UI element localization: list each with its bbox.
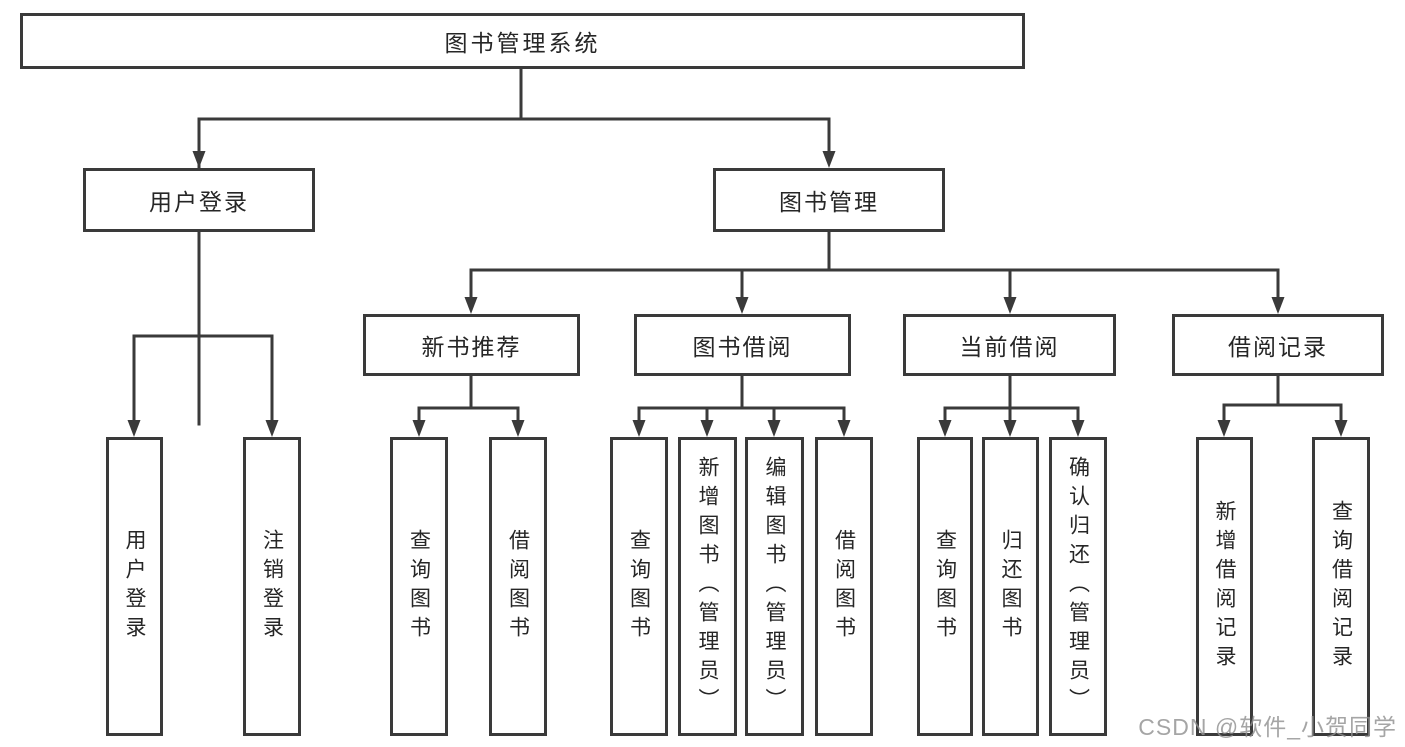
node-user-login-branch: 用户登录 — [83, 168, 315, 232]
arrow-down-icon — [412, 420, 426, 437]
leaf-query-books-1: 查询图书 — [390, 437, 448, 736]
arrow-down-icon — [265, 420, 279, 437]
connector-current-borrow-leaves — [943, 374, 1080, 426]
leaf-edit-books-admin: 编辑图书（管理员） — [745, 437, 804, 736]
leaf-label: 用户登录 — [123, 528, 146, 645]
arrow-down-icon — [1217, 420, 1231, 437]
leaf-query-borrow-record: 查询借阅记录 — [1312, 437, 1370, 736]
node-label: 新书推荐 — [421, 334, 522, 360]
leaf-borrow-books-2: 借阅图书 — [815, 437, 873, 736]
node-label: 图书管理 — [779, 189, 879, 215]
arrow-down-icon — [1003, 297, 1017, 314]
leaf-confirm-return-admin: 确认归还（管理员） — [1049, 437, 1107, 736]
arrow-down-icon — [938, 420, 952, 437]
node-book-management-branch: 图书管理 — [713, 168, 945, 232]
connector-borrow-records-leaves — [1222, 374, 1343, 426]
connector-new-book-leaves — [417, 374, 520, 426]
leaf-add-borrow-record: 新增借阅记录 — [1196, 437, 1253, 736]
arrow-down-icon — [1271, 297, 1285, 314]
node-book-borrowing: 图书借阅 — [634, 314, 851, 376]
arrow-down-icon — [767, 420, 781, 437]
node-label: 图书借阅 — [692, 334, 793, 360]
arrow-down-icon — [700, 420, 714, 437]
arrow-down-icon — [837, 420, 851, 437]
node-new-book-recommendation: 新书推荐 — [363, 314, 580, 376]
arrow-down-icon — [192, 151, 206, 168]
arrow-down-icon — [1334, 420, 1348, 437]
connector-book-mgmt-children — [469, 230, 1280, 302]
leaf-label: 查询图书 — [933, 528, 957, 645]
node-label: 用户登录 — [149, 189, 249, 215]
arrow-down-icon — [1003, 420, 1017, 437]
leaf-label: 查询图书 — [407, 528, 431, 645]
arrow-down-icon — [127, 420, 141, 437]
leaf-label: 编辑图书（管理员） — [763, 456, 786, 717]
leaf-label: 确认归还（管理员） — [1066, 456, 1090, 717]
csdn-watermark: CSDN @软件_小贺同学 — [1138, 714, 1397, 740]
connector-user-login-children — [132, 334, 274, 426]
leaf-query-books-3: 查询图书 — [917, 437, 973, 736]
arrow-down-icon — [822, 151, 836, 168]
leaf-borrow-books-1: 借阅图书 — [489, 437, 547, 736]
leaf-label: 查询借阅记录 — [1329, 499, 1353, 674]
connector-book-borrow-leaves — [637, 374, 846, 426]
arrow-down-icon — [1071, 420, 1085, 437]
arrow-down-icon — [464, 297, 478, 314]
leaf-label: 归还图书 — [999, 528, 1022, 645]
leaf-label: 借阅图书 — [506, 528, 530, 645]
node-label: 借阅记录 — [1228, 334, 1328, 360]
leaf-logout: 注销登录 — [243, 437, 301, 736]
node-borrowing-records: 借阅记录 — [1172, 314, 1384, 376]
leaf-return-books: 归还图书 — [982, 437, 1039, 736]
arrow-down-icon — [735, 297, 749, 314]
leaf-label: 新增图书（管理员） — [696, 456, 719, 717]
node-current-borrowing: 当前借阅 — [903, 314, 1116, 376]
node-label: 图书管理系统 — [444, 30, 601, 56]
leaf-user-login: 用户登录 — [106, 437, 163, 736]
leaf-label: 新增借阅记录 — [1213, 499, 1236, 674]
leaf-label: 借阅图书 — [832, 528, 856, 645]
leaf-add-books-admin: 新增图书（管理员） — [678, 437, 737, 736]
leaf-query-books-2: 查询图书 — [610, 437, 668, 736]
arrow-down-icon — [632, 420, 646, 437]
leaf-label: 注销登录 — [260, 528, 284, 645]
node-label: 当前借阅 — [959, 334, 1060, 360]
node-library-management-system: 图书管理系统 — [20, 13, 1025, 69]
leaf-label: 查询图书 — [627, 528, 651, 645]
arrow-down-icon — [511, 420, 525, 437]
